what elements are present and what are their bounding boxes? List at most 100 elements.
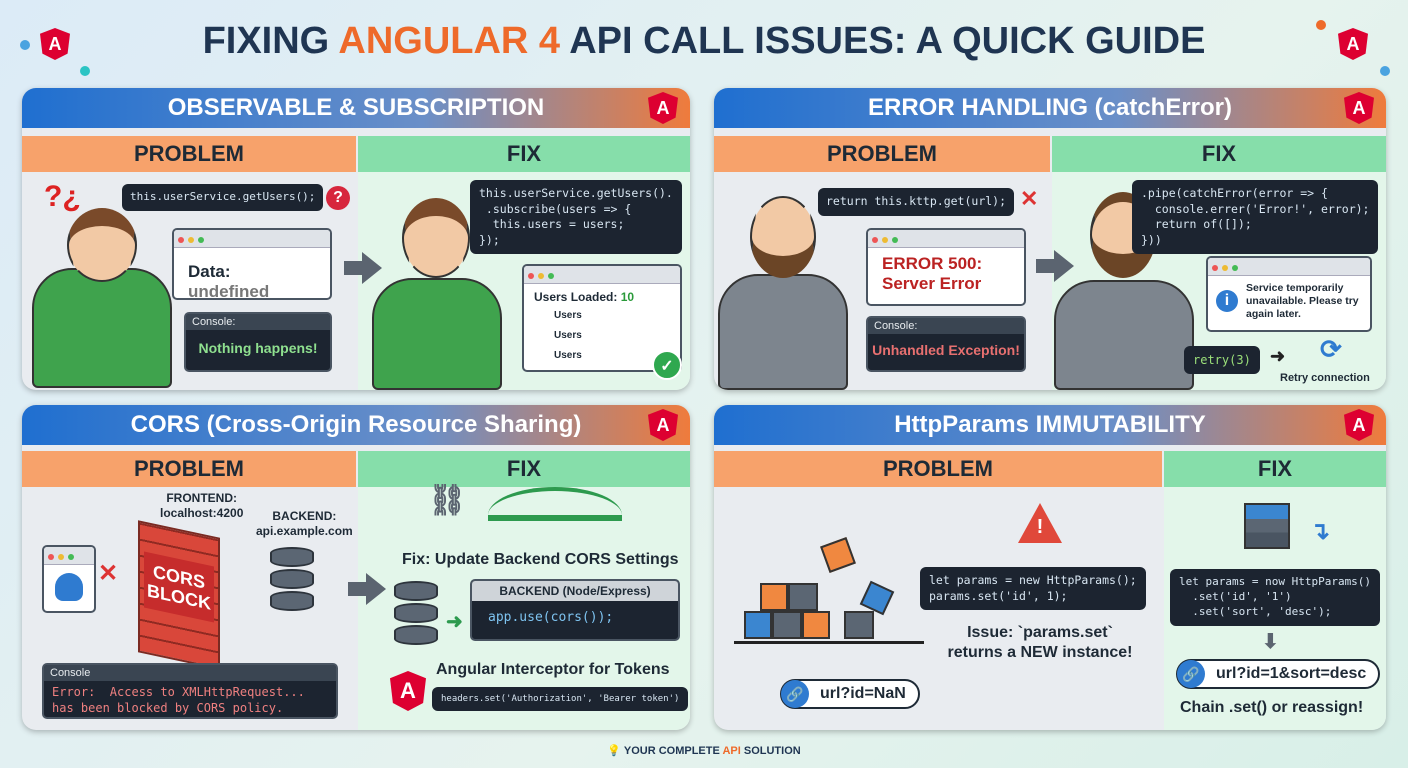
- panel-heading: ERROR HANDLING (catchError): [714, 88, 1386, 128]
- console-panel: Console: Unhandled Exception!: [866, 316, 1026, 372]
- angular-logo-icon: A: [1344, 409, 1374, 441]
- angular-logo-icon: A: [1344, 92, 1374, 124]
- server-database-icon: [394, 581, 438, 647]
- fix-label: FIX: [358, 451, 690, 487]
- problem-label: PROBLEM: [22, 451, 356, 487]
- lightbulb-icon: 💡: [607, 745, 621, 757]
- block: [772, 611, 802, 639]
- panel-httpparams: HttpParams IMMUTABILITY A PROBLEM FIX 🔗u…: [714, 405, 1386, 730]
- head: [750, 196, 816, 278]
- retry-code: retry(3): [1184, 346, 1260, 375]
- block: [802, 611, 830, 639]
- fix-label: FIX: [1052, 136, 1386, 172]
- problem-code-bubble: this.userService.getUsers();: [122, 184, 324, 211]
- console-header: Console:: [868, 318, 1024, 334]
- browser-toolbar: [44, 547, 94, 565]
- browser-window: Users Loaded: 10 Users Users Users: [522, 264, 682, 372]
- fix-code-bubble: .pipe(catchError(error => { console.erre…: [1132, 180, 1379, 255]
- interceptor-title: Angular Interceptor for Tokens: [436, 661, 670, 678]
- panel-heading: OBSERVABLE & SUBSCRIPTION: [22, 88, 690, 128]
- console-message: Unhandled Exception!: [872, 342, 1020, 358]
- fix-url-pill: 🔗url?id=1&sort=desc: [1176, 659, 1381, 689]
- issue-text: Issue: `params.set` returns a NEW instan…: [947, 624, 1133, 661]
- console-header: Console: [44, 665, 336, 681]
- block: [844, 611, 874, 639]
- broken-link-icon: ⛓: [428, 484, 467, 517]
- arrow-right-icon: ➜: [446, 611, 463, 633]
- cors-block-sign: CORS BLOCK: [144, 551, 214, 623]
- console-header: Console:: [186, 314, 330, 330]
- panel-observable-subscription: OBSERVABLE & SUBSCRIPTION A PROBLEM FIX …: [22, 88, 690, 390]
- error-message: ERROR 500:Server Error: [882, 254, 983, 293]
- problem-label: PROBLEM: [714, 451, 1162, 487]
- console-message: Error: Access to XMLHttpRequest... has b…: [52, 685, 305, 715]
- user-list-item: Users: [554, 310, 582, 321]
- browser-window: i Service temporarily unavailable. Pleas…: [1206, 256, 1372, 332]
- backend-box-title: BACKEND (Node/Express): [472, 581, 678, 601]
- arrow-right-icon: [344, 252, 382, 284]
- page-title: FIXING ANGULAR 4 API CALL ISSUES: A QUIC…: [202, 20, 1206, 62]
- network-node-icon: [1380, 66, 1390, 76]
- angular-logo-icon: A: [40, 28, 70, 60]
- panel-heading: HttpParams IMMUTABILITY: [714, 405, 1386, 445]
- arrow-right-icon: [348, 573, 386, 605]
- user-list-item: Users: [554, 350, 582, 361]
- falling-block: [820, 537, 856, 573]
- browser-window: Data: undefined: [172, 228, 332, 300]
- browser-toolbar: [868, 230, 1024, 248]
- retry-label: Retry connection: [1280, 372, 1370, 384]
- hoodie-body: [32, 268, 172, 388]
- link-icon: 🔗: [781, 680, 809, 708]
- hoodie-body: [372, 278, 502, 390]
- arrow-right-icon: ➜: [1270, 346, 1286, 366]
- fix-label: FIX: [358, 136, 690, 172]
- checkmark-icon: ✓: [652, 350, 682, 380]
- users-loaded-readout: Users Loaded: 10: [534, 290, 635, 304]
- problem-label: PROBLEM: [714, 136, 1050, 172]
- broken-icon: ✕: [1020, 186, 1039, 211]
- angular-logo-icon: A: [648, 409, 678, 441]
- fix-code-bubble: this.userService.getUsers(). .subscribe(…: [470, 180, 682, 255]
- stacked-blocks-icon: [1244, 503, 1290, 549]
- fix-title: Fix: Update Backend CORS Settings: [402, 551, 679, 568]
- head: [402, 198, 470, 278]
- cors-firewall-illustration: CORS BLOCK: [138, 520, 220, 670]
- link-icon: 🔗: [1177, 660, 1205, 688]
- user-icon: [55, 573, 83, 601]
- server-database-icon: [270, 547, 314, 613]
- backend-label: BACKEND:api.example.com: [256, 509, 353, 538]
- sweater-body: [718, 274, 848, 390]
- browser-window: ERROR 500:Server Error: [866, 228, 1026, 306]
- fix-label: FIX: [1164, 451, 1386, 487]
- ground-line: [734, 641, 924, 644]
- backend-code-box: BACKEND (Node/Express) app.use(cors());: [470, 579, 680, 641]
- panel-heading: CORS (Cross-Origin Resource Sharing): [22, 405, 690, 445]
- arrow-right-icon: [1036, 250, 1074, 282]
- console-panel: Console Error: Access to XMLHttpRequest.…: [42, 663, 338, 719]
- problem-url-pill: 🔗url?id=NaN: [780, 679, 920, 709]
- footer-tagline: 💡 YOUR COMPLETE API SOLUTION: [607, 745, 801, 757]
- angular-logo-icon: A: [1338, 28, 1368, 60]
- refresh-icon: ⟳: [1320, 334, 1342, 364]
- browser-toolbar: [524, 266, 680, 284]
- block: [788, 583, 818, 611]
- arrow-down-icon: ⬇: [1262, 631, 1279, 653]
- user-list-item: Users: [554, 330, 582, 341]
- angular-logo-icon: A: [648, 92, 678, 124]
- problem-label: PROBLEM: [22, 136, 356, 172]
- question-icon: ?: [326, 186, 350, 210]
- panel-cors: CORS (Cross-Origin Resource Sharing) A P…: [22, 405, 690, 730]
- block: [760, 583, 788, 611]
- turn-arrow-icon: ↴: [1310, 518, 1331, 545]
- browser-toolbar: [174, 230, 330, 248]
- fix-note: Chain .set() or reassign!: [1180, 699, 1364, 716]
- backend-code: app.use(cors());: [488, 610, 614, 625]
- network-node-icon: [80, 66, 90, 76]
- info-message: Service temporarily unavailable. Please …: [1246, 282, 1359, 320]
- info-icon: i: [1216, 290, 1238, 312]
- blocked-x-icon: ✕: [98, 560, 119, 587]
- console-panel: Console: Nothing happens!: [184, 312, 332, 372]
- problem-code-bubble: return this.kttp.get(url);: [818, 188, 1015, 216]
- block: [744, 611, 772, 639]
- interceptor-code: headers.set('Authorization', 'Bearer tok…: [432, 687, 689, 712]
